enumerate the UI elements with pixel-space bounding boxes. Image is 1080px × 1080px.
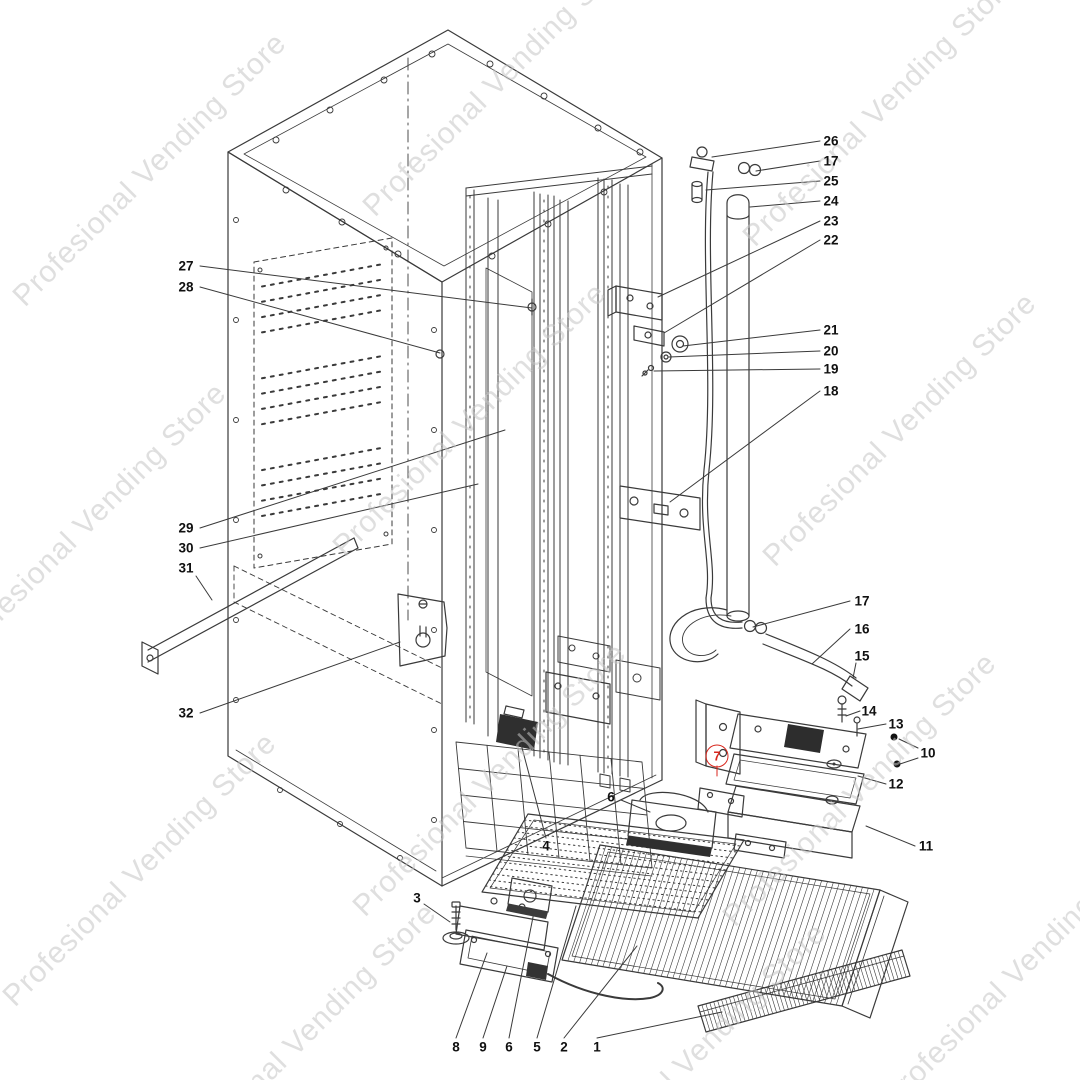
callout-15: 15: [854, 648, 870, 664]
perforated-back-panel: [253, 237, 393, 569]
callout-20: 20: [823, 343, 839, 359]
callout-1: 1: [593, 1039, 601, 1055]
callout-17: 17: [823, 153, 839, 169]
gas-column-and-hoses: [669, 146, 869, 702]
callout-6: 6: [505, 1039, 513, 1055]
latch-parts: [496, 671, 611, 750]
callout-11: 11: [918, 838, 934, 854]
callout-2: 2: [560, 1039, 568, 1055]
callout-7: 7: [705, 744, 729, 768]
callout-32: 32: [178, 705, 194, 721]
callout-5: 5: [533, 1039, 541, 1055]
tank-assembly: [695, 695, 901, 859]
callout-29: 29: [178, 520, 194, 536]
callout-24: 24: [823, 193, 839, 209]
callout-12: 12: [888, 776, 904, 792]
callout-22: 22: [823, 232, 839, 248]
switch-plate-and-board: [455, 897, 664, 1001]
condenser-tray: [561, 844, 909, 1019]
callout-26: 26: [823, 133, 839, 149]
right-wall-brackets: [607, 285, 701, 531]
floor-grille: [455, 741, 653, 877]
screw-icons: [233, 50, 644, 861]
leader-lines: [195, 140, 919, 1039]
evaporator-tray: [481, 813, 745, 919]
callout-9: 9: [479, 1039, 487, 1055]
base-rail-and-lock-plate: [141, 537, 448, 705]
interior-rails: [465, 165, 661, 793]
front-panel: [697, 949, 911, 1033]
callout-10: 10: [920, 745, 936, 761]
callout-25: 25: [823, 173, 839, 189]
callout-6: 6: [607, 789, 615, 805]
callout-19: 19: [823, 361, 839, 377]
callout-18: 18: [823, 383, 839, 399]
cabinet-shell: [227, 29, 663, 887]
callout-27: 27: [178, 258, 194, 274]
callout-30: 30: [178, 540, 194, 556]
callout-21: 21: [823, 322, 839, 338]
callout-16: 16: [854, 621, 870, 637]
callout-4: 4: [542, 838, 550, 854]
fan-bracket: [626, 787, 745, 857]
callout-14: 14: [861, 703, 877, 719]
callout-28: 28: [178, 279, 194, 295]
callout-31: 31: [178, 560, 194, 576]
callout-17: 17: [854, 593, 870, 609]
callout-3: 3: [413, 890, 421, 906]
callout-13: 13: [888, 716, 904, 732]
callout-8: 8: [452, 1039, 460, 1055]
callout-23: 23: [823, 213, 839, 229]
